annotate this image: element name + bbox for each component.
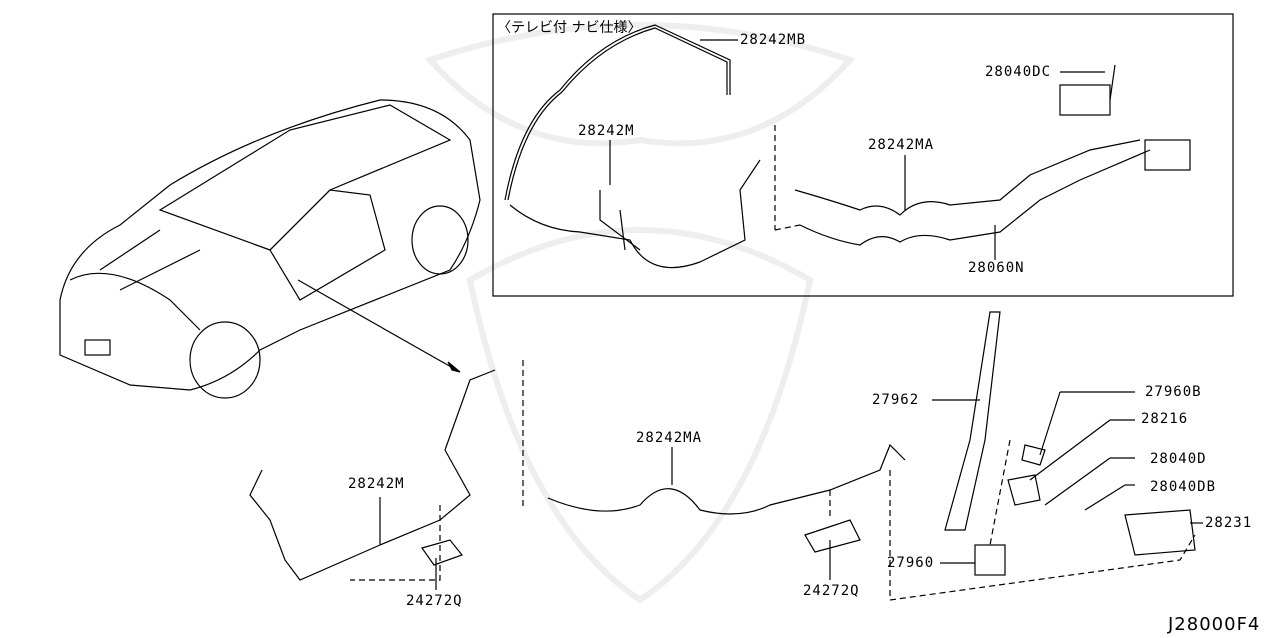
part-label[interactable]: 28242M (348, 476, 405, 492)
part-label[interactable]: 27960 (887, 555, 935, 571)
part-label[interactable]: 28242MB (740, 32, 807, 48)
part-label[interactable]: 28040DC (985, 64, 1052, 80)
callout-arrow (297, 279, 461, 373)
part-label[interactable]: 28231 (1205, 515, 1253, 531)
part-label[interactable]: 24272Q (406, 593, 463, 609)
car-illustration (59, 99, 481, 399)
part-label[interactable]: 27960B (1145, 384, 1202, 400)
part-label[interactable]: 28242MA (636, 430, 703, 446)
inset-spec-note: 〈テレビ付 ナビ仕様〉 (497, 20, 642, 36)
part-label[interactable]: 28216 (1141, 411, 1189, 427)
part-label[interactable]: 24272Q (803, 583, 860, 599)
part-label[interactable]: 27962 (872, 392, 920, 408)
part-label[interactable]: 28040DB (1150, 479, 1217, 495)
main-harnesses (249, 311, 1196, 601)
diagram-code: J28000F4 (1168, 614, 1261, 635)
part-label[interactable]: 28060N (968, 260, 1025, 276)
part-label[interactable]: 28242M (578, 123, 635, 139)
inset-harnesses (504, 24, 1191, 269)
inset-box (492, 13, 1234, 297)
leader-lines (379, 39, 1203, 590)
watermark-logo (424, 22, 856, 604)
part-label[interactable]: 28242MA (868, 137, 935, 153)
part-label[interactable]: 28040D (1150, 451, 1207, 467)
